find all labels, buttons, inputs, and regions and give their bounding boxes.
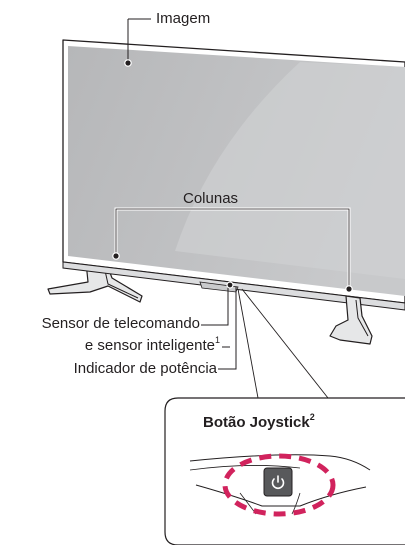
screen-leader	[124, 18, 151, 67]
joystick-footnote: 2	[309, 412, 315, 422]
power-icon	[271, 475, 285, 490]
tv-screen	[62, 39, 405, 311]
speakers-bracket	[112, 207, 353, 293]
speakers-label: Colunas	[183, 190, 239, 207]
screen-label: Imagem	[156, 10, 211, 27]
remote-sensor-label-text: e sensor inteligente	[84, 337, 215, 354]
power-indicator-label: Indicador de potência	[73, 360, 217, 377]
joystick-callout	[164, 397, 405, 545]
remote-sensor-footnote: 1	[214, 335, 220, 345]
joystick-label-text: Botão Joystick	[203, 414, 310, 431]
sensor-leaders	[201, 281, 329, 399]
right-stand	[329, 295, 373, 345]
remote-sensor-label-line1: Sensor de telecomando	[41, 315, 200, 332]
joystick-label: Botão Joystick2	[203, 412, 315, 432]
remote-sensor-label-line2: e sensor inteligente1	[84, 335, 220, 355]
